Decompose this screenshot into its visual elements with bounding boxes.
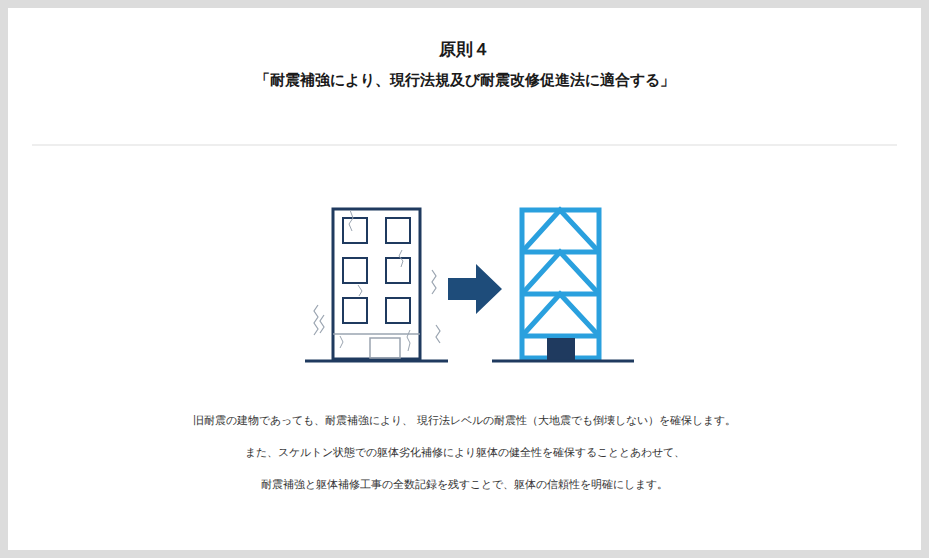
title: 原則４ — [0, 38, 929, 61]
subtitle: 「耐震補強により、現行法規及び耐震改修促進法に適合する」 — [0, 70, 929, 91]
old-building — [305, 209, 448, 361]
reinforced-building — [492, 210, 634, 361]
body-line: 旧耐震の建物であっても、耐震補強により、 現行法レベルの耐震性（大地震でも倒壊し… — [0, 414, 929, 428]
arrow-symbol — [448, 264, 502, 314]
body-line: また、スケルトン状態での躯体劣化補修により躯体の健全性を確保することとあわせて、 — [0, 446, 929, 460]
body-line: 耐震補強と躯体補修工事の全数記録を残すことで、躯体の信頼性を明確にします。 — [0, 478, 929, 492]
divider — [32, 145, 897, 146]
